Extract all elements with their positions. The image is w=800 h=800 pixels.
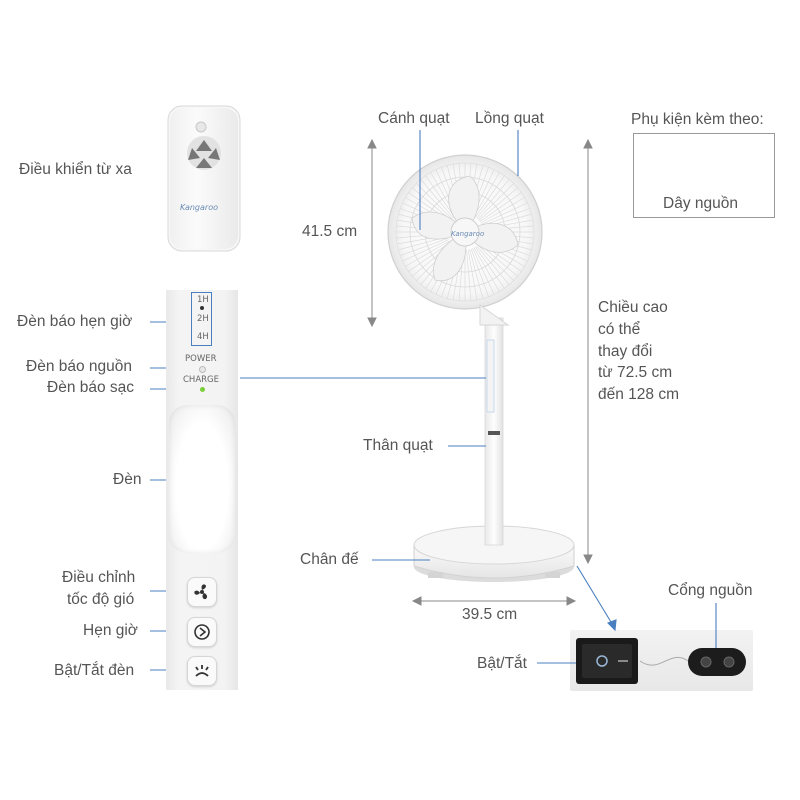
charge-text: CHARGE xyxy=(183,375,220,385)
head-height-dimension xyxy=(367,138,377,328)
timer-icon xyxy=(194,624,210,640)
speed-button[interactable] xyxy=(187,577,217,607)
power-text: POWER xyxy=(185,354,217,364)
overall-height-dimension xyxy=(583,138,593,565)
switch-on-icon xyxy=(596,655,608,667)
height-range-line3: thay đổi xyxy=(598,343,653,360)
cord-label: Dây nguồn xyxy=(663,195,738,212)
power-indicator-label: Đèn báo nguồn xyxy=(26,358,133,375)
light-button-label: Bật/Tắt đèn xyxy=(54,662,135,679)
charge-led-icon xyxy=(200,387,205,392)
power-port-detail xyxy=(576,638,746,684)
fan-brand: Kangaroo xyxy=(451,230,485,238)
base-width-label: 39.5 cm xyxy=(462,606,518,623)
timer-button-label: Hẹn giờ xyxy=(83,622,138,639)
timer-indicator-label: Đèn báo hẹn giờ xyxy=(17,313,133,330)
head-height-label: 41.5 cm xyxy=(302,223,358,240)
body-label: Thân quạt xyxy=(363,437,433,454)
switch-label: Bật/Tắt xyxy=(477,655,527,672)
light-button[interactable] xyxy=(187,656,217,686)
remote-brand: Kangaroo xyxy=(180,203,218,212)
timer-led-icon xyxy=(200,306,204,310)
base-width-dimension xyxy=(411,596,577,606)
light-icon xyxy=(195,665,209,677)
lamp-label: Đèn xyxy=(113,471,142,488)
fan-speed-icon xyxy=(194,584,208,600)
remote-dpad-icon xyxy=(187,136,221,170)
fan-illustration xyxy=(387,154,575,582)
port-socket-icon-right xyxy=(723,656,735,668)
lamp-panel xyxy=(169,405,235,553)
remote-control xyxy=(167,105,241,252)
power-led-icon xyxy=(199,366,206,373)
timer-option-4h: 4H xyxy=(197,332,209,342)
height-range-line4: từ 72.5 cm xyxy=(598,364,673,381)
blade-label: Cánh quạt xyxy=(378,110,450,127)
port-socket-icon-left xyxy=(700,656,712,668)
timer-button[interactable] xyxy=(187,617,217,647)
speed-label-line1: Điều chỉnh xyxy=(62,569,136,586)
cage-label: Lồng quạt xyxy=(475,110,544,127)
port-label: Cổng nguồn xyxy=(668,582,753,599)
remote-onoff-button-icon xyxy=(195,121,207,133)
height-range-line1: Chiều cao xyxy=(598,299,668,316)
accessory-box xyxy=(633,133,775,218)
timer-option-2h: 2H xyxy=(197,314,209,324)
accessory-title: Phụ kiện kèm theo: xyxy=(631,111,764,128)
remote-label: Điều khiển từ xa xyxy=(19,161,132,178)
base-label: Chân đế xyxy=(300,551,359,568)
charge-indicator-label: Đèn báo sạc xyxy=(47,379,135,396)
timer-indicator-group xyxy=(191,292,212,346)
timer-option-1h: 1H xyxy=(197,295,209,305)
height-range-line5: đến 128 cm xyxy=(598,386,679,403)
height-range-line2: có thể xyxy=(598,321,641,338)
speed-label-line2: tốc độ gió xyxy=(67,591,135,608)
